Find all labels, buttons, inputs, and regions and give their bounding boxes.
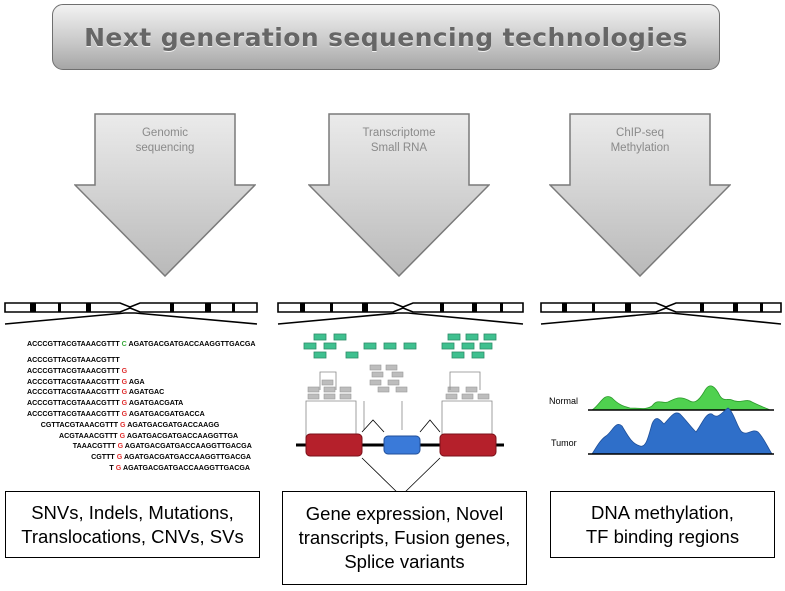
read-left-bases: ACCCGTTACGTAAACGTTT	[26, 388, 120, 397]
read-right-bases: AGATGAC	[128, 388, 165, 397]
arrow-label-genomic: Genomic sequencing	[135, 127, 195, 154]
variant-base: C	[119, 340, 129, 348]
rna-gray-reads	[307, 364, 490, 400]
read-left-bases: ACGTAAACGTTT	[59, 431, 118, 440]
result-box-genomic: SNVs, Indels, Mutations, Translocations,…	[5, 491, 260, 558]
chromosome-ideogram-transcriptome	[277, 302, 524, 325]
read-left-bases: ACCCGTTACGTAAACGTTT	[26, 340, 120, 348]
aligned-read: CGTTACGTAAACGTTT G AGATGACGATGACCAAGG	[41, 421, 220, 429]
normal-peak-track	[588, 385, 774, 411]
aligned-read: TAAACGTTT G AGATGACGATGACCAAGGTTGACGA	[73, 442, 252, 450]
genomic-arrow	[74, 113, 256, 277]
read-left-bases: ACCCGTTACGTAAACGTTT	[26, 356, 120, 364]
variant-base: G	[118, 420, 128, 429]
gene-model	[296, 419, 504, 497]
arrow-label-chip: ChIP-seq Methylation	[610, 127, 670, 154]
variant-base: G	[119, 388, 129, 397]
read-left-bases: ACCCGTTACGTAAACGTTT	[26, 366, 120, 375]
result-text-transcriptome: Gene expression, Novel transcripts, Fusi…	[298, 503, 511, 572]
splice-junction-brackets	[305, 371, 493, 442]
variant-base: G	[117, 431, 127, 440]
chromosome-ideogram-chip	[540, 302, 782, 325]
aligned-read: T G AGATGACGATGACCAAGGTTGACGA	[109, 464, 250, 472]
variant-base: G	[119, 410, 129, 418]
read-right-bases: AGATGACGATGACCA	[128, 410, 205, 418]
read-right-bases: AGA	[128, 377, 145, 386]
result-text-genomic: SNVs, Indels, Mutations, Translocations,…	[21, 501, 244, 547]
read-right-bases: AGATGACGATGACCAAGGTTGACGA	[124, 442, 252, 451]
read-left-bases: ACCCGTTACGTAAACGTTT	[26, 377, 120, 386]
aligned-read: ACCCGTTACGTAAACGTTT G AGATGACGATA	[27, 399, 183, 407]
chromosome-ideogram-genomic	[4, 302, 258, 325]
normal-track-label: Normal	[549, 396, 579, 406]
variant-base: G	[115, 442, 125, 451]
read-right-bases: AGATGACGATGACCAAGG	[127, 420, 220, 429]
page-title: Next generation sequencing technologies	[84, 22, 688, 52]
aligned-read: ACCCGTTACGTAAACGTTT G	[27, 367, 127, 375]
read-right-bases: AGATGACGATGACCAAGGTTGACGA	[128, 340, 256, 348]
title-banner: Next generation sequencing technologies	[52, 4, 720, 70]
tumor-track-label: Tumor	[551, 438, 577, 448]
variant-base: G	[113, 464, 123, 472]
aligned-read: ACCCGTTACGTAAACGTTT G AGA	[27, 378, 145, 386]
read-left-bases: TAAACGTTT	[72, 442, 116, 451]
read-right-bases: AGATGACGATGACCAAGGTTGACGA	[123, 453, 251, 462]
chip-arrow	[549, 113, 731, 277]
read-left-bases: CGTTT	[91, 453, 115, 462]
aligned-read: ACCCGTTACGTAAACGTTT G AGATGAC	[27, 388, 164, 396]
variant-base: G	[119, 399, 129, 408]
read-right-bases: AGATGACGATA	[128, 399, 184, 408]
read-left-bases: ACCCGTTACGTAAACGTTT	[26, 410, 120, 418]
variant-base: G	[114, 453, 124, 462]
rna-read-boxes	[303, 333, 497, 359]
variant-base: G	[119, 377, 129, 386]
aligned-read: ACCCGTTACGTAAACGTTT G AGATGACGATGACCA	[27, 410, 205, 418]
reference-sequence: ACCCGTTACGTAAACGTTT C AGATGACGATGACCAAGG…	[27, 340, 256, 348]
result-box-transcriptome: Gene expression, Novel transcripts, Fusi…	[282, 491, 527, 585]
variant-base: G	[119, 366, 128, 375]
aligned-read: ACGTAAACGTTT G AGATGACGATGACCAAGGTTGA	[59, 432, 238, 440]
aligned-read: CGTTT G AGATGACGATGACCAAGGTTGACGA	[91, 453, 251, 461]
read-left-bases: ACCCGTTACGTAAACGTTT	[26, 399, 120, 408]
read-right-bases: AGATGACGATGACCAAGGTTGACGA	[122, 464, 250, 472]
read-right-bases: AGATGACGATGACCAAGGTTGA	[126, 431, 239, 440]
read-left-bases: T	[109, 464, 114, 472]
result-box-chip: DNA methylation, TF binding regions	[550, 491, 775, 558]
result-text-chip: DNA methylation, TF binding regions	[585, 501, 740, 547]
read-left-bases: CGTTACGTAAACGTTT	[40, 420, 119, 429]
transcriptome-arrow	[308, 113, 490, 277]
aligned-read: ACCCGTTACGTAAACGTTT	[27, 356, 120, 364]
arrow-label-transcriptome: Transcriptome Small RNA	[362, 127, 436, 154]
tumor-peak-track	[588, 407, 774, 455]
